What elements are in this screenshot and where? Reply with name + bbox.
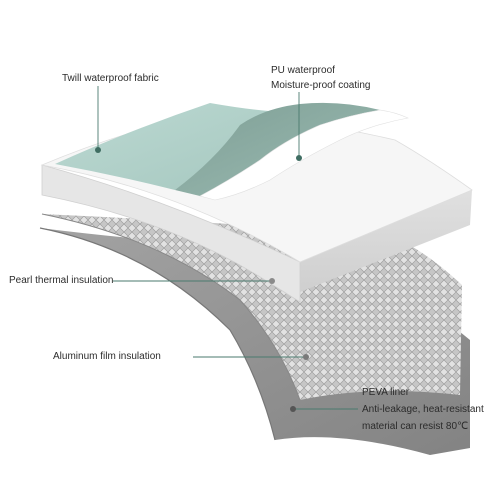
label-aluminum: Aluminum film insulation: [53, 351, 161, 362]
leader-aluminum: [193, 354, 309, 360]
leader-pearl: [113, 278, 275, 284]
label-pu-line1: PU waterproof: [271, 65, 335, 76]
twill-fabric-curl: [175, 102, 380, 196]
twill-fabric-layer: [55, 103, 280, 190]
label-pu-line2: Moisture-proof coating: [271, 80, 371, 91]
label-peva-line1: PEVA liner: [362, 387, 410, 398]
peva-liner-edge: [39, 227, 276, 441]
aluminum-film-edge: [41, 213, 301, 401]
leader-twill: [95, 86, 101, 153]
leader-pu: [296, 92, 302, 161]
pearl-foam-front: [41, 164, 301, 303]
leader-peva: [290, 406, 358, 412]
pearl-foam-side: [42, 165, 472, 292]
label-pearl: Pearl thermal insulation: [9, 275, 114, 286]
label-peva-line3: material can resist 80℃: [362, 421, 469, 432]
label-peva-line2: Anti-leakage, heat-resistant: [362, 404, 484, 415]
pu-coating-curl: [199, 109, 409, 201]
label-twill: Twill waterproof fabric: [62, 73, 159, 84]
